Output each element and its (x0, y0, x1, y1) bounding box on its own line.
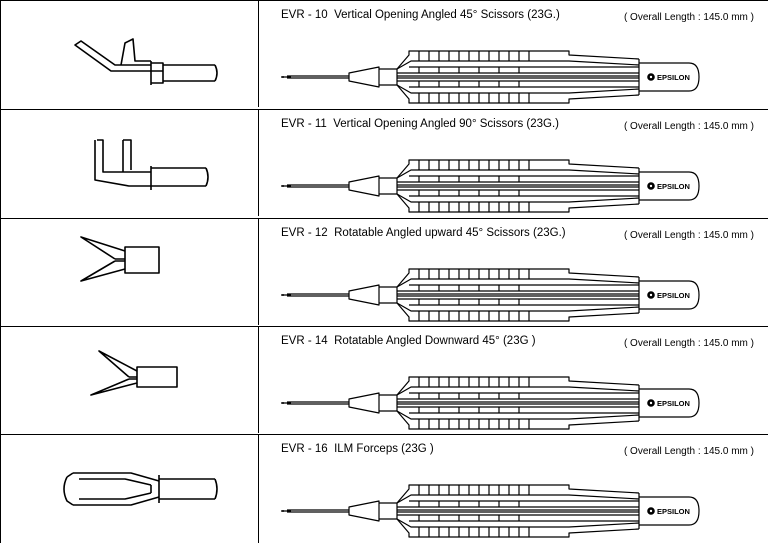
instrument-row-evr16: EVR - 16 ILM Forceps (23G ) ( Overall Le… (1, 434, 768, 543)
instrument-title: EVR - 12 Rotatable Angled upward 45° Sci… (281, 227, 566, 239)
instrument-title: EVR - 10 Vertical Opening Angled 45° Sci… (281, 9, 560, 21)
overall-length-label: ( Overall Length : 145.0 mm ) (623, 446, 754, 457)
instrument-info-cell: EVR - 11 Vertical Opening Angled 90° Sci… (259, 110, 768, 216)
brand-label: EPSILON (657, 507, 690, 516)
instrument-info-cell: EVR - 12 Rotatable Angled upward 45° Sci… (259, 219, 768, 325)
overall-length-label: ( Overall Length : 145.0 mm ) (623, 338, 754, 349)
brand-label: EPSILON (657, 73, 690, 82)
instrument-handle-drawing: EPSILON (280, 159, 700, 213)
overall-length-label: ( Overall Length : 145.0 mm ) (623, 12, 754, 23)
instrument-row-evr11: EVR - 11 Vertical Opening Angled 90° Sci… (1, 109, 768, 216)
brand-label: EPSILON (657, 182, 690, 191)
instrument-row-evr12: EVR - 12 Rotatable Angled upward 45° Sci… (1, 218, 768, 325)
scissors-45-upward-tip-icon (80, 236, 160, 282)
brand-label: EPSILON (657, 291, 690, 300)
brand-label: EPSILON (657, 399, 690, 408)
instrument-info-cell: EVR - 14 Rotatable Angled Downward 45° (… (259, 327, 768, 433)
tip-illustration-cell (1, 219, 259, 325)
instrument-title: EVR - 16 ILM Forceps (23G ) (281, 443, 434, 455)
tip-illustration-cell (1, 435, 259, 543)
instrument-info-cell: EVR - 16 ILM Forceps (23G ) ( Overall Le… (259, 435, 768, 543)
instrument-info-cell: EVR - 10 Vertical Opening Angled 45° Sci… (259, 1, 768, 107)
ilm-forceps-tip-icon (63, 472, 218, 506)
overall-length-label: ( Overall Length : 145.0 mm ) (623, 121, 754, 132)
tip-illustration-cell (1, 327, 259, 433)
tip-illustration-cell (1, 110, 259, 216)
scissors-45-vertical-tip-icon (74, 38, 218, 85)
instrument-handle-drawing: EPSILON (280, 376, 700, 430)
instrument-handle-drawing: EPSILON (280, 50, 700, 104)
overall-length-label: ( Overall Length : 145.0 mm ) (623, 230, 754, 241)
instrument-row-evr10: EVR - 10 Vertical Opening Angled 45° Sci… (1, 0, 768, 107)
scissors-90-vertical-tip-icon (94, 139, 209, 190)
instrument-title: EVR - 14 Rotatable Angled Downward 45° (… (281, 335, 536, 347)
instrument-handle-drawing: EPSILON (280, 484, 700, 538)
instrument-row-evr14: EVR - 14 Rotatable Angled Downward 45° (… (1, 326, 768, 433)
instrument-handle-drawing: EPSILON (280, 268, 700, 322)
tip-illustration-cell (1, 1, 259, 107)
scissors-45-downward-tip-icon (90, 350, 178, 396)
instrument-title: EVR - 11 Vertical Opening Angled 90° Sci… (281, 118, 559, 130)
